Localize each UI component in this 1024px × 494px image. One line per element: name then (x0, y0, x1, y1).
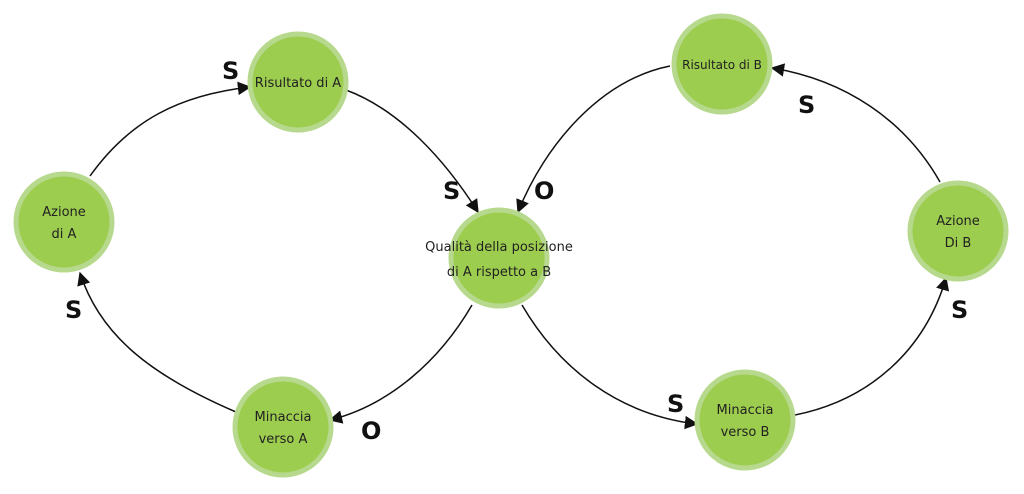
node-azione-b: Azione Di B (907, 180, 1009, 282)
node-minaccia-a-line2: verso A (259, 432, 308, 447)
edge-minaccia-b-to-azione-b (794, 276, 950, 416)
node-risultato-a: Risultato di A (247, 31, 349, 133)
sign-risultato-b-to-qualita: O (534, 177, 554, 205)
edge-risultato-b-to-qualita (516, 65, 671, 214)
sign-azione-b-to-risultato-b: S (798, 91, 815, 119)
sign-risultato-a-to-qualita: S (443, 177, 460, 205)
node-qualita-line2: di A rispetto a B (447, 265, 551, 280)
node-minaccia-b-line1: Minaccia (717, 403, 774, 418)
node-qualita-line1: Qualità della posizione (425, 240, 573, 255)
node-azione-a-line1: Azione (42, 205, 86, 220)
sign-qualita-to-minaccia-b: S (667, 390, 684, 418)
edge-qualita-to-minaccia-b (521, 304, 699, 430)
node-azione-b-line2: Di B (945, 236, 972, 251)
edge-azione-a-to-risultato-a (89, 81, 252, 177)
sign-azione-a-to-risultato-a: S (222, 57, 239, 85)
node-risultato-a-label: Risultato di A (255, 76, 342, 91)
node-risultato-b: Risultato di B (671, 13, 773, 115)
sign-qualita-to-minaccia-a: O (361, 417, 381, 445)
edge-azione-b-to-risultato-b (770, 63, 941, 183)
edge-qualita-to-minaccia-a (328, 304, 473, 424)
sign-minaccia-a-to-azione-a: S (65, 296, 82, 324)
node-minaccia-a-line1: Minaccia (255, 410, 312, 425)
node-azione-a: Azione di A (13, 171, 115, 273)
node-azione-b-line1: Azione (936, 214, 980, 229)
node-minaccia-a: Minaccia verso A (232, 376, 334, 478)
sign-minaccia-b-to-azione-b: S (951, 296, 968, 324)
node-azione-a-line2: di A (52, 227, 77, 242)
node-risultato-b-label: Risultato di B (682, 58, 762, 72)
node-minaccia-b: Minaccia verso B (694, 369, 796, 471)
node-qualita: Qualità della posizione di A rispetto a … (425, 207, 573, 309)
edge-minaccia-a-to-azione-a (77, 271, 237, 413)
node-minaccia-b-line2: verso B (721, 425, 770, 440)
edge-risultato-a-to-qualita (345, 89, 479, 214)
